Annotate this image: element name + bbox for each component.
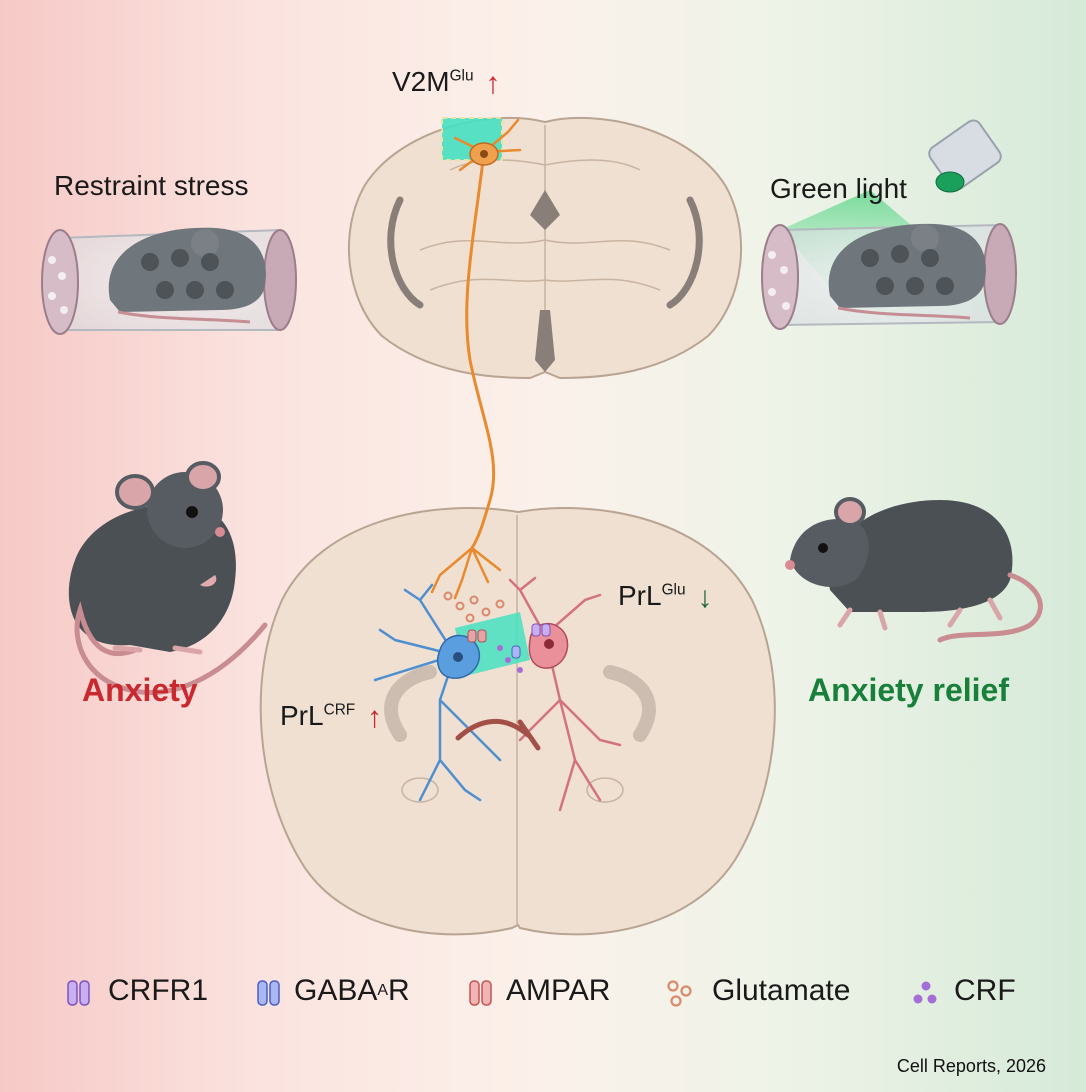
inhibition-bar xyxy=(517,719,541,751)
restraint-tube-left xyxy=(41,227,297,335)
inhibition-line xyxy=(455,719,531,741)
restraint-stress-label: Restraint stress xyxy=(54,170,249,201)
anxious-mouse xyxy=(68,461,268,695)
crfr1-icon xyxy=(67,980,90,1006)
synapse-receptors xyxy=(467,623,551,673)
relieved-mouse xyxy=(785,497,1043,643)
up-arrow-icon: ↑ xyxy=(367,701,382,734)
anxiety-relief-label: Anxiety relief xyxy=(808,672,1009,708)
v2m-glu-neuron xyxy=(430,118,522,600)
brain-section-top xyxy=(348,116,742,380)
legend-glutamate: Glutamate xyxy=(712,974,851,1007)
gabaar-icon xyxy=(257,980,280,1006)
legend-crf: CRF xyxy=(954,974,1016,1007)
glutamate-icon xyxy=(667,980,692,1007)
legend-ampar: AMPAR xyxy=(506,974,611,1007)
legend-icons xyxy=(67,980,937,1007)
v2m-glu-label: V2MGlu ↑ xyxy=(392,66,501,100)
anxiety-label: Anxiety xyxy=(82,672,198,708)
down-arrow-icon: ↓ xyxy=(697,581,713,614)
prl-crf-label: PrLCRF ↑ xyxy=(280,700,382,734)
crf-icon xyxy=(913,981,937,1004)
glutamate-release xyxy=(443,591,505,623)
up-arrow-icon: ↑ xyxy=(485,67,501,100)
source-credit: Cell Reports, 2026 xyxy=(896,1056,1046,1076)
prl-glu-label: PrLGlu ↓ xyxy=(618,580,713,614)
green-light-label: Green light xyxy=(770,173,907,204)
legend-crfr1: CRFR1 xyxy=(108,974,209,1007)
restraint-tube-right xyxy=(761,223,1017,330)
ampar-icon xyxy=(469,980,492,1006)
